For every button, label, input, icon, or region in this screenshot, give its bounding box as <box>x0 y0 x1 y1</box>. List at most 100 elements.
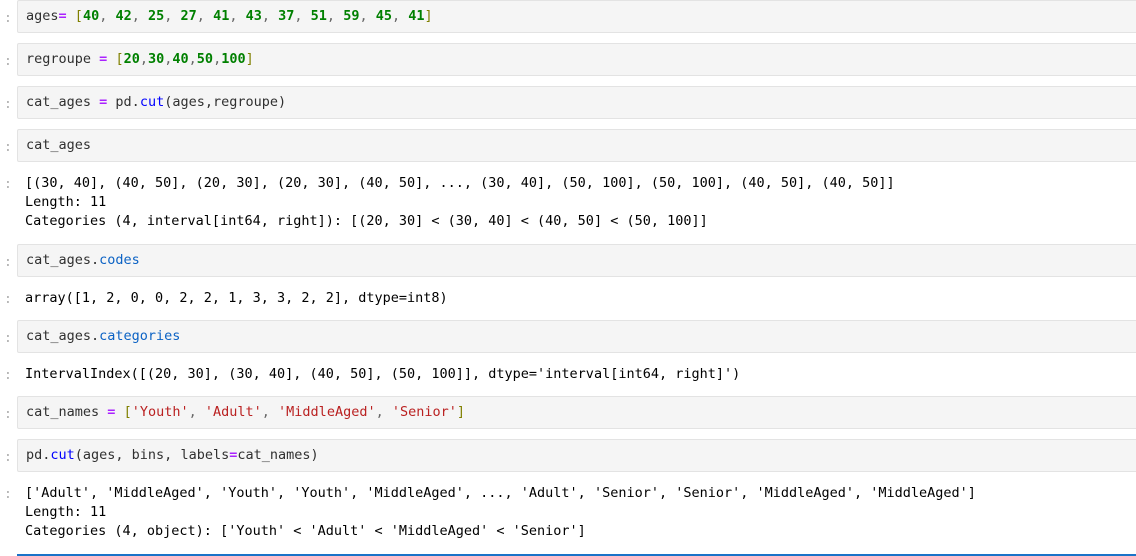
code-token: , <box>164 51 173 67</box>
cell-prompt-label: : <box>3 366 12 383</box>
code-token: 'Senior' <box>391 404 457 421</box>
code-token: , <box>326 8 344 24</box>
code-token: 'Adult' <box>204 404 262 421</box>
code-editor[interactable]: cat_ages.categories <box>17 319 1136 353</box>
code-line: regroupe = [20,30,40,50,100] <box>26 50 1136 69</box>
code-token: , <box>213 51 222 67</box>
output-line: Categories (4, interval[int64, right]): … <box>25 213 708 230</box>
code-token: , <box>359 8 376 24</box>
code-token: 25 <box>148 8 165 24</box>
code-line: ages= [40, 42, 25, 27, 41, 43, 37, 51, 5… <box>26 7 1136 26</box>
code-token: (ages, bins, labels <box>74 447 230 464</box>
code-token: 45 <box>375 8 392 24</box>
code-token: cat_ages <box>26 137 92 153</box>
selected-cell-indicator[interactable] <box>17 553 1136 556</box>
code-token: , <box>139 51 148 67</box>
output-line: Length: 11 <box>25 194 107 211</box>
code-token: 40 <box>82 8 100 24</box>
code-token: cat_ages. <box>26 251 100 268</box>
code-line: cat_names = ['Youth', 'Adult', 'MiddleAg… <box>26 403 1136 422</box>
cell-prompt-label: : <box>3 139 12 155</box>
output-line: ['Adult', 'MiddleAged', 'Youth', 'Youth'… <box>25 485 976 502</box>
code-token: 30 <box>147 51 165 67</box>
code-editor[interactable]: pd.cut(ages, bins, labels=cat_names) <box>17 439 1136 473</box>
code-token: = <box>99 94 108 110</box>
code-token: 41 <box>408 8 425 24</box>
cell-cat-names-assignment[interactable]: : cat_names = ['Youth', 'Adult', 'MiddleA… <box>0 396 1136 430</box>
code-editor[interactable]: regroupe = [20,30,40,50,100] <box>17 43 1136 76</box>
code-editor[interactable]: cat_names = ['Youth', 'Adult', 'MiddleAg… <box>17 396 1136 430</box>
output-area: IntervalIndex([(20, 30], (30, 40], (40, … <box>17 363 1136 386</box>
code-line: cat_ages.categories <box>26 327 1136 346</box>
code-editor[interactable]: cat_ages <box>17 129 1136 162</box>
cell-pd-cut-labels[interactable]: : pd.cut(ages, bins, labels=cat_names) <box>0 439 1136 473</box>
code-token: = <box>229 447 238 464</box>
output-cat-ages-codes: :array([1, 2, 0, 0, 2, 2, 1, 3, 3, 2, 2]… <box>0 287 1136 310</box>
cell-prompt-label: : <box>3 406 12 423</box>
cell-regroupe-assignment[interactable]: : regroupe = [20,30,40,50,100] <box>0 43 1136 76</box>
code-token: 42 <box>115 8 132 24</box>
cell-prompt-label: : <box>3 96 12 112</box>
code-token: cat_names <box>26 404 108 421</box>
code-editor[interactable]: ages= [40, 42, 25, 27, 41, 43, 37, 51, 5… <box>17 0 1136 33</box>
code-token: , <box>261 8 279 24</box>
output-line: Length: 11 <box>25 504 107 521</box>
cell-prompt-label: : <box>3 449 12 466</box>
code-token: 100 <box>221 51 246 67</box>
code-token <box>67 8 75 24</box>
code-token: , <box>391 8 409 24</box>
cell-cat-ages-codes[interactable]: : cat_ages.codes <box>0 243 1136 277</box>
code-token: ] <box>456 404 466 421</box>
code-token: 27 <box>180 8 197 24</box>
code-token: 50 <box>196 51 214 67</box>
code-token: cat_ages. <box>26 327 100 344</box>
code-token: 'Youth' <box>131 404 189 421</box>
code-token <box>115 404 123 420</box>
code-token: ] <box>424 8 433 24</box>
code-token: , <box>261 404 279 421</box>
cell-prompt-label: : <box>3 53 12 69</box>
code-token: [ <box>74 8 83 24</box>
cell-cat-ages-cut[interactable]: : cat_ages = pd.cut(ages,regroupe) <box>0 86 1136 119</box>
code-token: = <box>99 51 108 67</box>
code-token: , <box>375 404 392 421</box>
code-line: cat_ages <box>26 136 1136 155</box>
code-line: cat_ages.codes <box>26 251 1136 270</box>
output-area: [(30, 40], (40, 50], (20, 30], (20, 30],… <box>17 172 1136 234</box>
code-token: [ <box>115 51 124 67</box>
code-editor[interactable]: cat_ages = pd.cut(ages,regroupe) <box>17 86 1136 119</box>
code-token: regroupe <box>26 51 100 67</box>
output-cat-ages-categories: : IntervalIndex([(20, 30], (30, 40], (40,… <box>0 363 1136 386</box>
code-token: 'MiddleAged' <box>278 404 376 421</box>
code-line: pd.cut(ages, bins, labels=cat_names) <box>26 446 1136 465</box>
code-token: , <box>164 8 181 24</box>
code-token: , <box>188 51 197 67</box>
code-token: categories <box>99 327 181 344</box>
code-token: , <box>229 8 246 24</box>
code-token: 20 <box>123 51 140 67</box>
code-token: = <box>107 404 116 421</box>
output-line: [(30, 40], (40, 50], (20, 30], (20, 30],… <box>25 175 895 191</box>
code-token: , <box>131 8 148 24</box>
code-token: ages <box>26 8 59 24</box>
cell-ages-assignment[interactable]: :ages= [40, 42, 25, 27, 41, 43, 37, 51, … <box>0 0 1136 33</box>
code-token: = <box>58 8 67 24</box>
code-token: 43 <box>245 8 262 24</box>
cell-prompt-label: : <box>3 329 12 346</box>
cell-prompt-label: : <box>3 253 12 270</box>
output-area: array([1, 2, 0, 0, 2, 2, 1, 3, 3, 2, 2],… <box>17 287 1136 310</box>
code-token: , <box>188 404 205 421</box>
code-token: pd. <box>107 94 140 110</box>
cell-cat-ages-display[interactable]: : cat_ages <box>0 129 1136 162</box>
code-token: cat_names) <box>237 447 319 464</box>
code-token: pd. <box>26 447 51 464</box>
output-area: ['Adult', 'MiddleAged', 'Youth', 'Youth'… <box>17 482 1136 544</box>
cell-cat-ages-categories[interactable]: : cat_ages.categories <box>0 319 1136 353</box>
code-editor[interactable]: cat_ages.codes <box>17 243 1136 277</box>
output-line: Categories (4, object): ['Youth' < 'Adul… <box>25 523 586 540</box>
code-token: cut <box>50 447 75 464</box>
code-token: 40 <box>172 51 189 67</box>
code-token: [ <box>123 404 132 421</box>
cell-selected-empty[interactable] <box>0 553 1136 556</box>
